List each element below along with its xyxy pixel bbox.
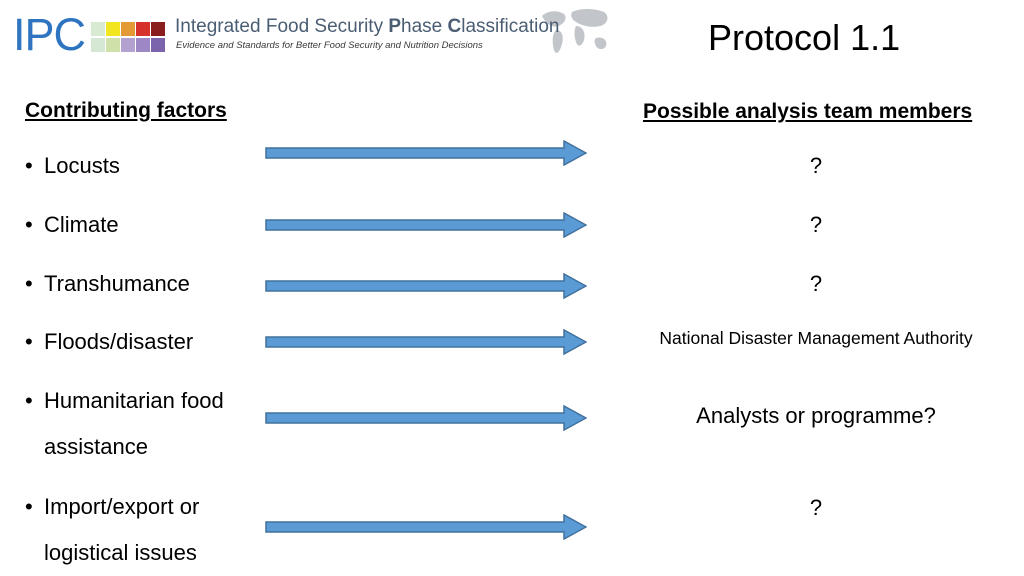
bullet-icon: • <box>25 153 33 178</box>
factor-item: • Transhumance <box>25 261 265 307</box>
factor-item: • Climate <box>25 202 265 248</box>
logo-square <box>106 22 120 36</box>
team-member: ? <box>809 495 823 520</box>
logo-title-part: P <box>388 16 402 37</box>
team-member: ? <box>809 153 823 178</box>
arrow-icon <box>265 273 587 299</box>
logo-square <box>121 38 135 52</box>
logo-square <box>121 22 135 36</box>
bullet-icon: • <box>25 329 33 354</box>
contributing-factors-heading: Contributing factors <box>25 99 227 122</box>
logo-square <box>106 38 120 52</box>
arrow-icon <box>265 514 587 540</box>
team-member: ? <box>809 212 823 237</box>
logo-square <box>136 22 150 36</box>
team-member: Analysts or programme? <box>696 403 936 428</box>
factor-label: Climate <box>44 212 119 237</box>
bullet-icon: • <box>25 494 33 519</box>
factor-label: Humanitarian food assistance <box>44 388 224 459</box>
logo-title-part: Integrated Food Security <box>175 16 389 37</box>
team-member: ? <box>809 271 823 296</box>
world-map-icon <box>542 9 608 53</box>
logo-square <box>136 38 150 52</box>
arrow-icon <box>265 140 587 166</box>
team-members-heading: Possible analysis team members <box>643 100 973 123</box>
logo-title: Integrated Food Security Phase Classific… <box>175 16 559 38</box>
factor-label: Transhumance <box>44 271 190 296</box>
factor-item: • Locusts <box>25 143 265 189</box>
logo-color-squares <box>89 20 169 54</box>
logo-title-part: hase <box>401 16 448 37</box>
bullet-icon: • <box>25 271 33 296</box>
logo-square <box>91 38 105 52</box>
factor-item: • Floods/disaster <box>25 319 265 365</box>
bullet-icon: • <box>25 212 33 237</box>
logo-square <box>151 38 165 52</box>
arrow-icon <box>265 212 587 238</box>
logo-subtitle: Evidence and Standards for Better Food S… <box>176 40 483 51</box>
logo-ipc-text: IPC <box>13 9 86 60</box>
arrow-icon <box>265 405 587 431</box>
factor-label: Floods/disaster <box>44 329 194 354</box>
logo-title-part: lassification <box>461 16 560 37</box>
team-member: National Disaster Management Authority <box>659 328 973 348</box>
logo-title-part: C <box>447 16 462 37</box>
factor-item: • Humanitarian food assistance <box>25 378 265 470</box>
factor-item: • Import/export or logistical issues <box>25 484 265 576</box>
logo-square <box>91 22 105 36</box>
logo-square <box>151 22 165 36</box>
ipc-logo: IPC Integrated Food Security Phase Class… <box>13 9 613 64</box>
bullet-icon: • <box>25 388 33 413</box>
factor-label: Locusts <box>44 153 120 178</box>
factor-label: Import/export or logistical issues <box>44 494 200 565</box>
arrow-icon <box>265 329 587 355</box>
page-title: Protocol 1.1 <box>708 17 901 58</box>
